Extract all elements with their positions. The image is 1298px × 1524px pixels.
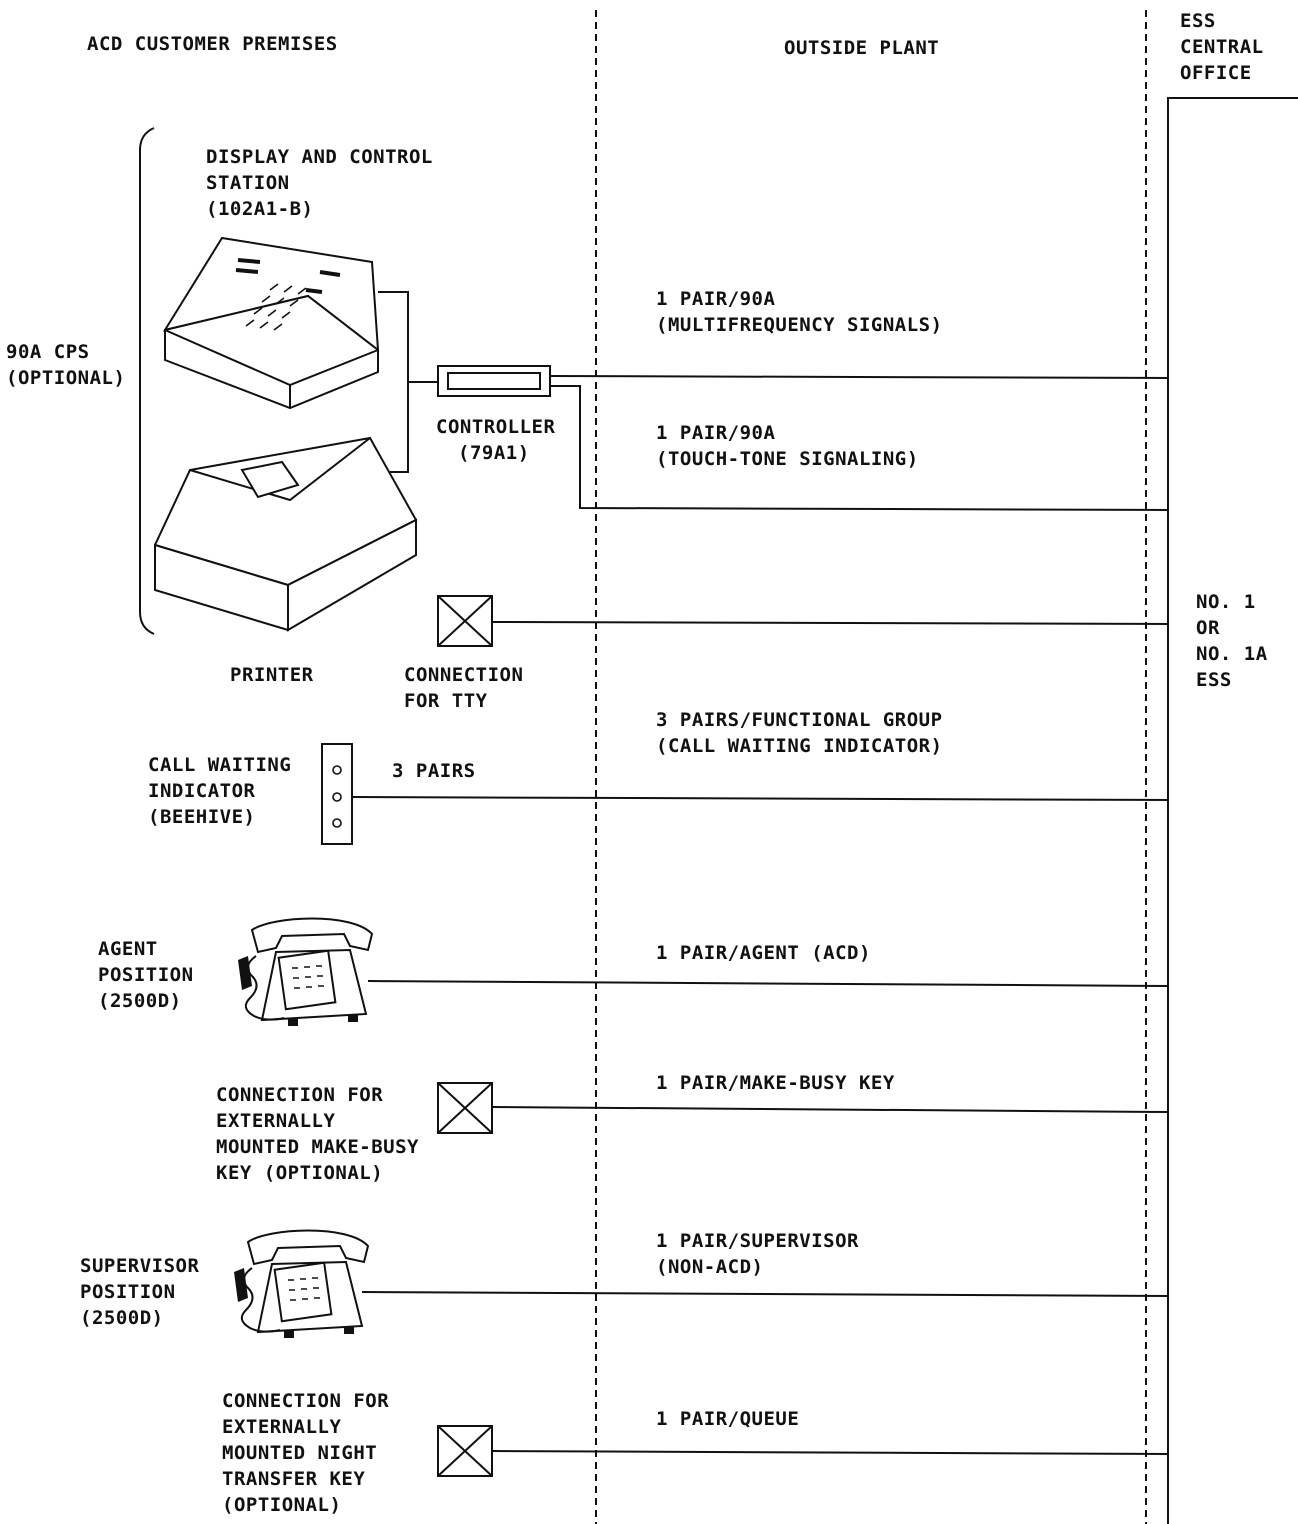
supervisor-telephone-icon: [234, 1229, 370, 1338]
cwi-pairs-label: 3 PAIRS: [392, 760, 476, 782]
printer-icon: [154, 436, 418, 632]
agent-line-label: 1 PAIR/AGENT (ACD): [656, 942, 871, 964]
station-printer-wire: [378, 291, 409, 473]
queue-line-label: 1 PAIR/QUEUE: [656, 1408, 799, 1430]
agent-label-line-2: POSITION: [98, 964, 194, 986]
printer-label: PRINTER: [230, 664, 314, 686]
cwi-line-label-1: 3 PAIRS/FUNCTIONAL GROUP: [656, 709, 943, 731]
tty-label-line-1: CONNECTION: [404, 664, 523, 686]
tt-line-label-2: (TOUCH-TONE SIGNALING): [656, 448, 919, 470]
make-busy-connection-box-icon: [437, 1082, 493, 1134]
cwi-label-line-2: INDICATOR: [148, 780, 256, 802]
make-busy-line-label: 1 PAIR/MAKE-BUSY KEY: [656, 1072, 895, 1094]
supervisor-line-label-1: 1 PAIR/SUPERVISOR: [656, 1230, 859, 1252]
tty-line: [491, 621, 1169, 625]
display-station-label-line-3: (102A1-B): [206, 198, 313, 220]
central-office-header-line-1: ESS: [1180, 10, 1216, 32]
central-office-header-line-2: CENTRAL: [1180, 36, 1264, 58]
tty-label-line-2: FOR TTY: [404, 690, 488, 712]
display-station-label-line-1: DISPLAY AND CONTROL: [206, 146, 433, 168]
night-transfer-connection-box-icon: [437, 1425, 493, 1477]
cwi-label-line-3: (BEEHIVE): [148, 806, 255, 828]
controller-label-line-1: CONTROLLER: [436, 416, 555, 438]
agent-telephone-icon: [238, 917, 374, 1026]
ess-label-line-1: NO. 1: [1196, 591, 1256, 613]
cwi-label-line-1: CALL WAITING: [148, 754, 291, 776]
supervisor-line: [361, 1291, 1169, 1297]
ess-label-line-3: NO. 1A: [1196, 643, 1268, 665]
agent-label-line-3: (2500D): [98, 990, 182, 1012]
agent-line: [367, 980, 1169, 987]
night-transfer-label-line-4: TRANSFER KEY: [222, 1468, 365, 1490]
night-transfer-label-line-2: EXTERNALLY: [222, 1416, 341, 1438]
night-transfer-label-line-1: CONNECTION FOR: [222, 1390, 389, 1412]
agent-label-line-1: AGENT: [98, 938, 158, 960]
mf-signals-line: [549, 375, 1169, 379]
touch-tone-line: [550, 385, 1169, 511]
cps-label-line-2: (OPTIONAL): [6, 367, 125, 389]
mf-line-label-2: (MULTIFREQUENCY SIGNALS): [656, 314, 943, 336]
tty-connection-box-icon: [437, 595, 493, 647]
make-busy-label-line-2: EXTERNALLY: [216, 1110, 335, 1132]
central-office-boundary: [1167, 97, 1298, 1524]
make-busy-label-line-1: CONNECTION FOR: [216, 1084, 383, 1106]
controller-icon: [437, 365, 551, 397]
ess-label-line-2: OR: [1196, 617, 1220, 639]
cps-label-line-1: 90A CPS: [6, 341, 90, 363]
cwi-line-label-2: (CALL WAITING INDICATOR): [656, 735, 943, 757]
beehive-indicator-icon: [321, 743, 353, 845]
supervisor-label-line-2: POSITION: [80, 1281, 176, 1303]
supervisor-line-label-2: (NON-ACD): [656, 1256, 763, 1278]
display-station-label-line-2: STATION: [206, 172, 290, 194]
night-transfer-label-line-5: (OPTIONAL): [222, 1494, 341, 1516]
supervisor-label-line-1: SUPERVISOR: [80, 1255, 199, 1277]
premises-header: ACD CUSTOMER PREMISES: [87, 33, 338, 55]
make-busy-label-line-4: KEY (OPTIONAL): [216, 1162, 383, 1184]
make-busy-label-line-3: MOUNTED MAKE-BUSY: [216, 1136, 419, 1158]
outside-plant-header: OUTSIDE PLANT: [784, 37, 939, 59]
cwi-line: [351, 796, 1169, 801]
tt-line-label-1: 1 PAIR/90A: [656, 422, 775, 444]
night-transfer-label-line-3: MOUNTED NIGHT: [222, 1442, 377, 1464]
ess-label-line-4: ESS: [1196, 669, 1232, 691]
central-office-header-line-3: OFFICE: [1180, 62, 1252, 84]
display-control-station-icon: [162, 236, 380, 410]
make-busy-line: [491, 1106, 1169, 1113]
mf-line-label-1: 1 PAIR/90A: [656, 288, 775, 310]
cps-bracket: [139, 127, 155, 635]
controller-label-line-2: (79A1): [458, 442, 530, 464]
supervisor-label-line-3: (2500D): [80, 1307, 164, 1329]
queue-line: [491, 1450, 1169, 1455]
